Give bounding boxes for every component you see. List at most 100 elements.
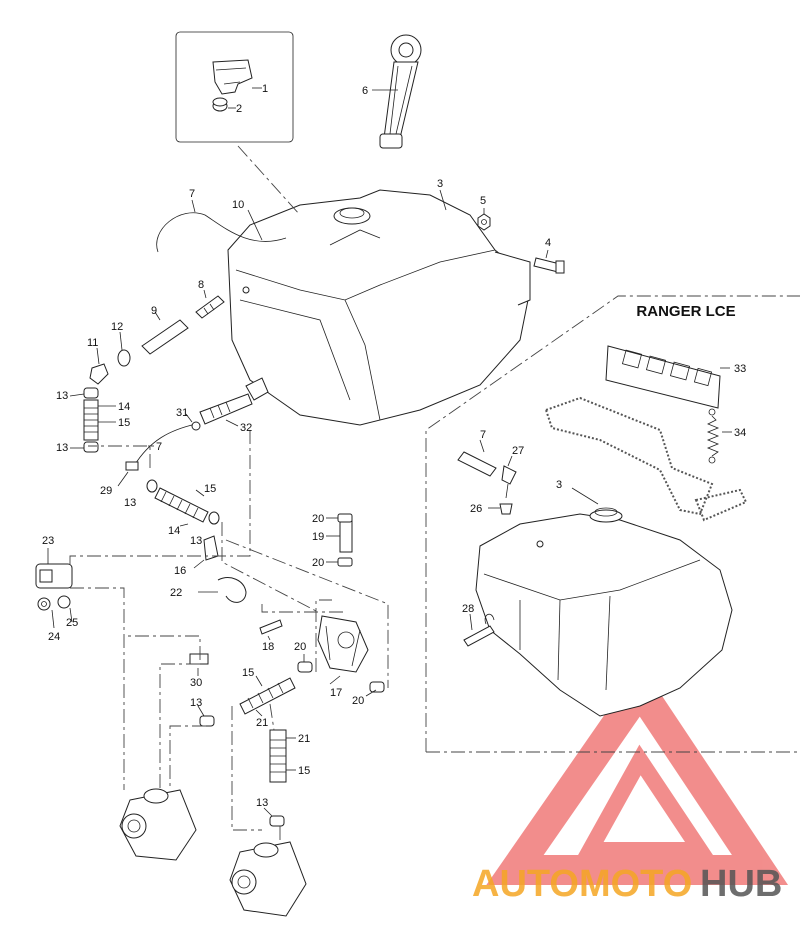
callout: 34 (734, 427, 746, 439)
carburetor-left-icon (119, 788, 197, 861)
watermark-text: AUTOMOTO HUB (472, 863, 782, 905)
primer-part-32 (199, 377, 269, 425)
fuel-gauge-part-6 (379, 34, 422, 149)
callout: 31 (176, 407, 188, 419)
panel-title: RANGER LCE (636, 303, 735, 320)
fitting-part-8 (195, 295, 225, 319)
callout: 2 (236, 103, 242, 115)
callout: 19 (312, 531, 324, 543)
hose-part-15-lower (239, 677, 296, 715)
callout: 29 (100, 485, 112, 497)
valve-part-26 (499, 503, 513, 515)
callout: 7 (480, 429, 486, 441)
callout: 13 (124, 497, 136, 509)
callout: 13 (190, 697, 202, 709)
callout: 15 (298, 765, 310, 777)
callout: 21 (256, 717, 268, 729)
hose-part-19 (339, 519, 353, 553)
callout: 24 (48, 631, 60, 643)
callout: 23 (42, 535, 54, 547)
callout: 7 (189, 188, 195, 200)
callout: 3 (556, 479, 562, 491)
callout: 28 (462, 603, 474, 615)
hose-part-14-center (154, 487, 209, 523)
callout: 16 (174, 565, 186, 577)
vent-hose-part-7 (156, 212, 287, 253)
fuel-pump-part-17 (317, 615, 369, 673)
bracket-part-1 (212, 59, 253, 95)
primer-line-part-7 (133, 423, 197, 467)
tee-fitting-part-30 (189, 653, 209, 665)
vent-tube-part-7-ranger (457, 451, 497, 477)
callout: 32 (240, 422, 252, 434)
callout: 21 (298, 733, 310, 745)
callout: 14 (168, 525, 180, 537)
clamp-part-13-upper (83, 387, 99, 399)
callout: 8 (198, 279, 204, 291)
fuel-tank-ranger-part-3 (475, 507, 733, 717)
watermark-part2: HUB (700, 863, 782, 905)
callout: 10 (232, 199, 244, 211)
nut-part-24 (37, 597, 51, 611)
tee-fitting-part-29 (125, 461, 139, 471)
callout: 13 (256, 797, 268, 809)
callout: 33 (734, 363, 746, 375)
callout: 22 (170, 587, 182, 599)
grommet-part-12 (117, 349, 131, 367)
bolt-part-28 (463, 625, 495, 647)
fuel-tank-part-3 (227, 189, 531, 426)
callout: 30 (190, 677, 202, 689)
heat-shield-part-33 (605, 345, 721, 409)
callout: 26 (470, 503, 482, 515)
callout: 20 (294, 641, 306, 653)
bolt-part-4 (533, 257, 565, 274)
carburetor-right-icon (229, 841, 307, 917)
clamp-part-13-lower-right (269, 815, 285, 827)
callout: 13 (56, 390, 68, 402)
callout: 17 (330, 687, 342, 699)
hose-part-9 (141, 319, 189, 355)
clamp-strap-part-22 (217, 577, 247, 603)
watermark-logo-icon (486, 663, 789, 885)
elbow-part-11 (89, 363, 109, 385)
clamp-part-20-mid (337, 557, 353, 567)
callout: 12 (111, 321, 123, 333)
callout: 15 (204, 483, 216, 495)
callout: 13 (56, 442, 68, 454)
callout: 20 (312, 557, 324, 569)
callout: 1 (262, 83, 268, 95)
clamp-part-20-left (297, 661, 313, 673)
washer-part-25 (57, 595, 71, 609)
spring-part-34 (706, 408, 720, 464)
clamp-part-20-top (337, 513, 353, 523)
watermark-part1: AUTOMOTO (472, 863, 692, 905)
elbow-part-27 (501, 465, 517, 499)
screw-part-18 (259, 619, 283, 635)
ranger-lce-panel (425, 295, 800, 752)
hose-part-14-left (83, 399, 99, 441)
callout: 6 (362, 85, 368, 97)
callout: 18 (262, 641, 274, 653)
callout: 9 (151, 305, 157, 317)
callout: 20 (352, 695, 364, 707)
mesh-shield-icon (544, 396, 748, 522)
fuel-switch-part-23 (35, 563, 73, 589)
callout: 14 (118, 401, 130, 413)
callout: 13 (190, 535, 202, 547)
hose-part-15-vertical (269, 729, 287, 783)
callout: 27 (512, 445, 524, 457)
callout: 15 (118, 417, 130, 429)
callout: 20 (312, 513, 324, 525)
clamp-part-13-lower (83, 441, 99, 453)
clamp-part-20-right (369, 681, 385, 693)
callout: 11 (87, 337, 98, 349)
callout: 7 (156, 441, 162, 453)
inset-box (175, 31, 294, 143)
clamp-part-13-lower-left (199, 715, 215, 727)
callout: 3 (437, 178, 443, 190)
callout-labels: 1 2 3 4 5 6 7 8 9 10 11 12 13 14 15 13 3… (42, 83, 746, 809)
callout: 4 (545, 237, 551, 249)
callout: 5 (480, 195, 486, 207)
callout: 25 (66, 617, 78, 629)
